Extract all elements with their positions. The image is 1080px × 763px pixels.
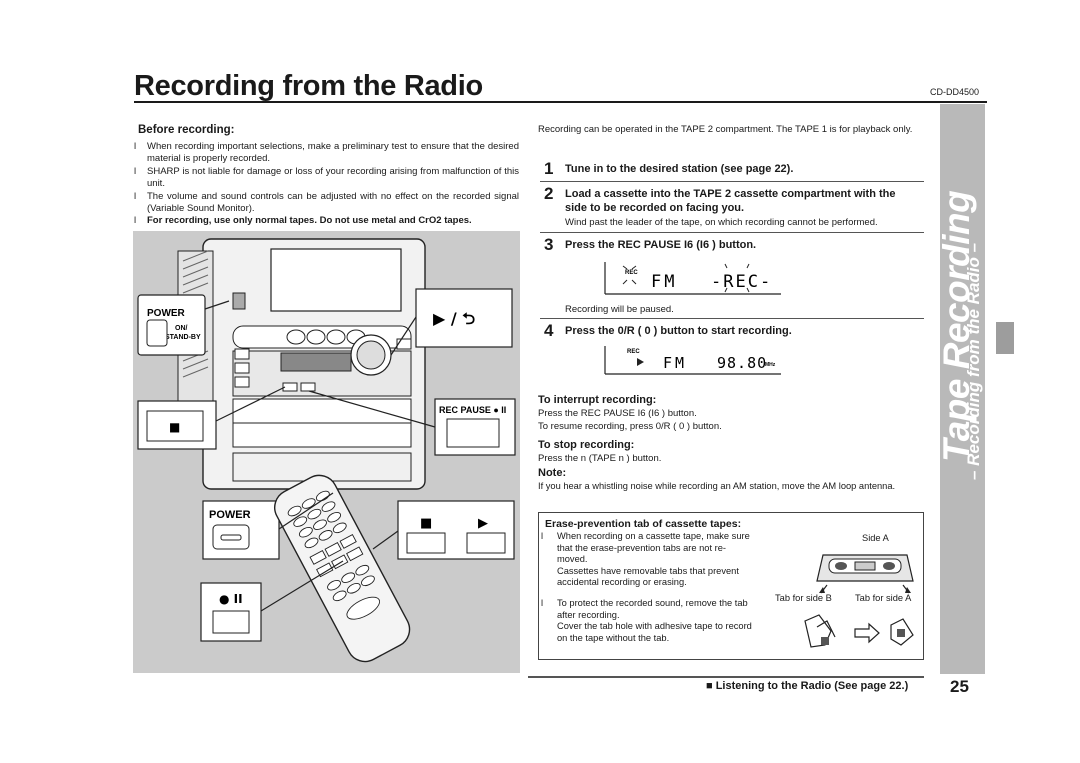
stop-symbol: ■ [169,420,180,434]
note-heading: Note: [538,467,567,479]
before-recording-heading: Before recording: [138,124,235,136]
chapter-marker [996,322,1014,354]
erase-heading: Erase-prevention tab of cassette tapes: [545,518,742,530]
svg-text:MHz: MHz [765,362,776,368]
stop-heading: To stop recording: [538,439,635,451]
erase-bullet-2: l To protect the recorded sound, remove … [541,598,752,643]
power-label: POWER [147,308,186,319]
chapter-subtitle: – Recording from the Radio – [964,242,983,480]
model-label: CD-DD4500 [930,87,980,97]
rec-pause-label: REC PAUSE ● II [439,405,506,415]
svg-text:FM: FM [651,272,677,292]
erase-prevention-box: Erase-prevention tab of cassette tapes: … [538,512,924,660]
footer-reference: ■ Listening to the Radio (See page 22.) [706,680,909,692]
tab-removal-illustration [804,614,914,648]
side-a-label: Side A [862,533,889,543]
intro-text: Recording can be operated in the TAPE 2 … [538,124,913,135]
divider [540,318,924,319]
svg-text:REC: REC [625,270,638,276]
divider [540,181,924,182]
interrupt-line-1: Press the REC PAUSE I6 (I6 ) button. [538,408,697,419]
page-title: Recording from the Radio [134,70,483,102]
chapter-side-band [940,104,985,674]
svg-text:■: ■ [420,516,432,531]
interrupt-line-2: To resume recording, press 0/R ( 0 ) but… [538,421,722,432]
stereo-drawing: POWER ON/ STAND-BY ▶ / ⮌ ■ REC PAUSE ● I… [137,238,516,663]
square-bullet-icon: ■ [706,680,716,692]
lcd-display-paused: REC FM -REC- [603,258,783,303]
cassette-illustration [816,554,914,594]
svg-text:FM: FM [663,354,687,372]
step-2-sub: Wind past the leader of the tape, on whi… [565,217,878,228]
svg-text:▶: ▶ [478,516,488,531]
tab-side-a-label: Tab for side A [855,593,912,603]
stop-line-1: Press the n (TAPE n ) button. [538,453,662,464]
stereo-illustration: POWER ON/ STAND-BY ▶ / ⮌ ■ REC PAUSE ● I… [133,231,520,673]
svg-text:-REC-: -REC- [711,272,772,292]
lcd-display-recording: REC FM 98.80 MHz [603,344,783,381]
svg-text:REC: REC [627,349,640,355]
play-rev-symbol: ▶ / ⮌ [433,309,475,328]
svg-text:98.80: 98.80 [717,354,767,372]
pause-symbol: ● II [219,592,243,606]
interrupt-heading: To interrupt recording: [538,394,657,406]
page-number: 25 [950,677,969,696]
footer-rule [528,676,924,678]
svg-text:STAND-BY: STAND-BY [165,334,201,341]
svg-text:ON/: ON/ [175,325,188,332]
erase-bullet-1: l When recording on a cassette tape, mak… [541,531,750,588]
note-text: If you hear a whistling noise while reco… [538,481,896,491]
remote-power-label: POWER [209,509,251,521]
title-rule [134,101,987,103]
tab-side-b-label: Tab for side B [775,593,832,603]
step-3-sub: Recording will be paused. [565,304,674,315]
divider [540,232,924,233]
